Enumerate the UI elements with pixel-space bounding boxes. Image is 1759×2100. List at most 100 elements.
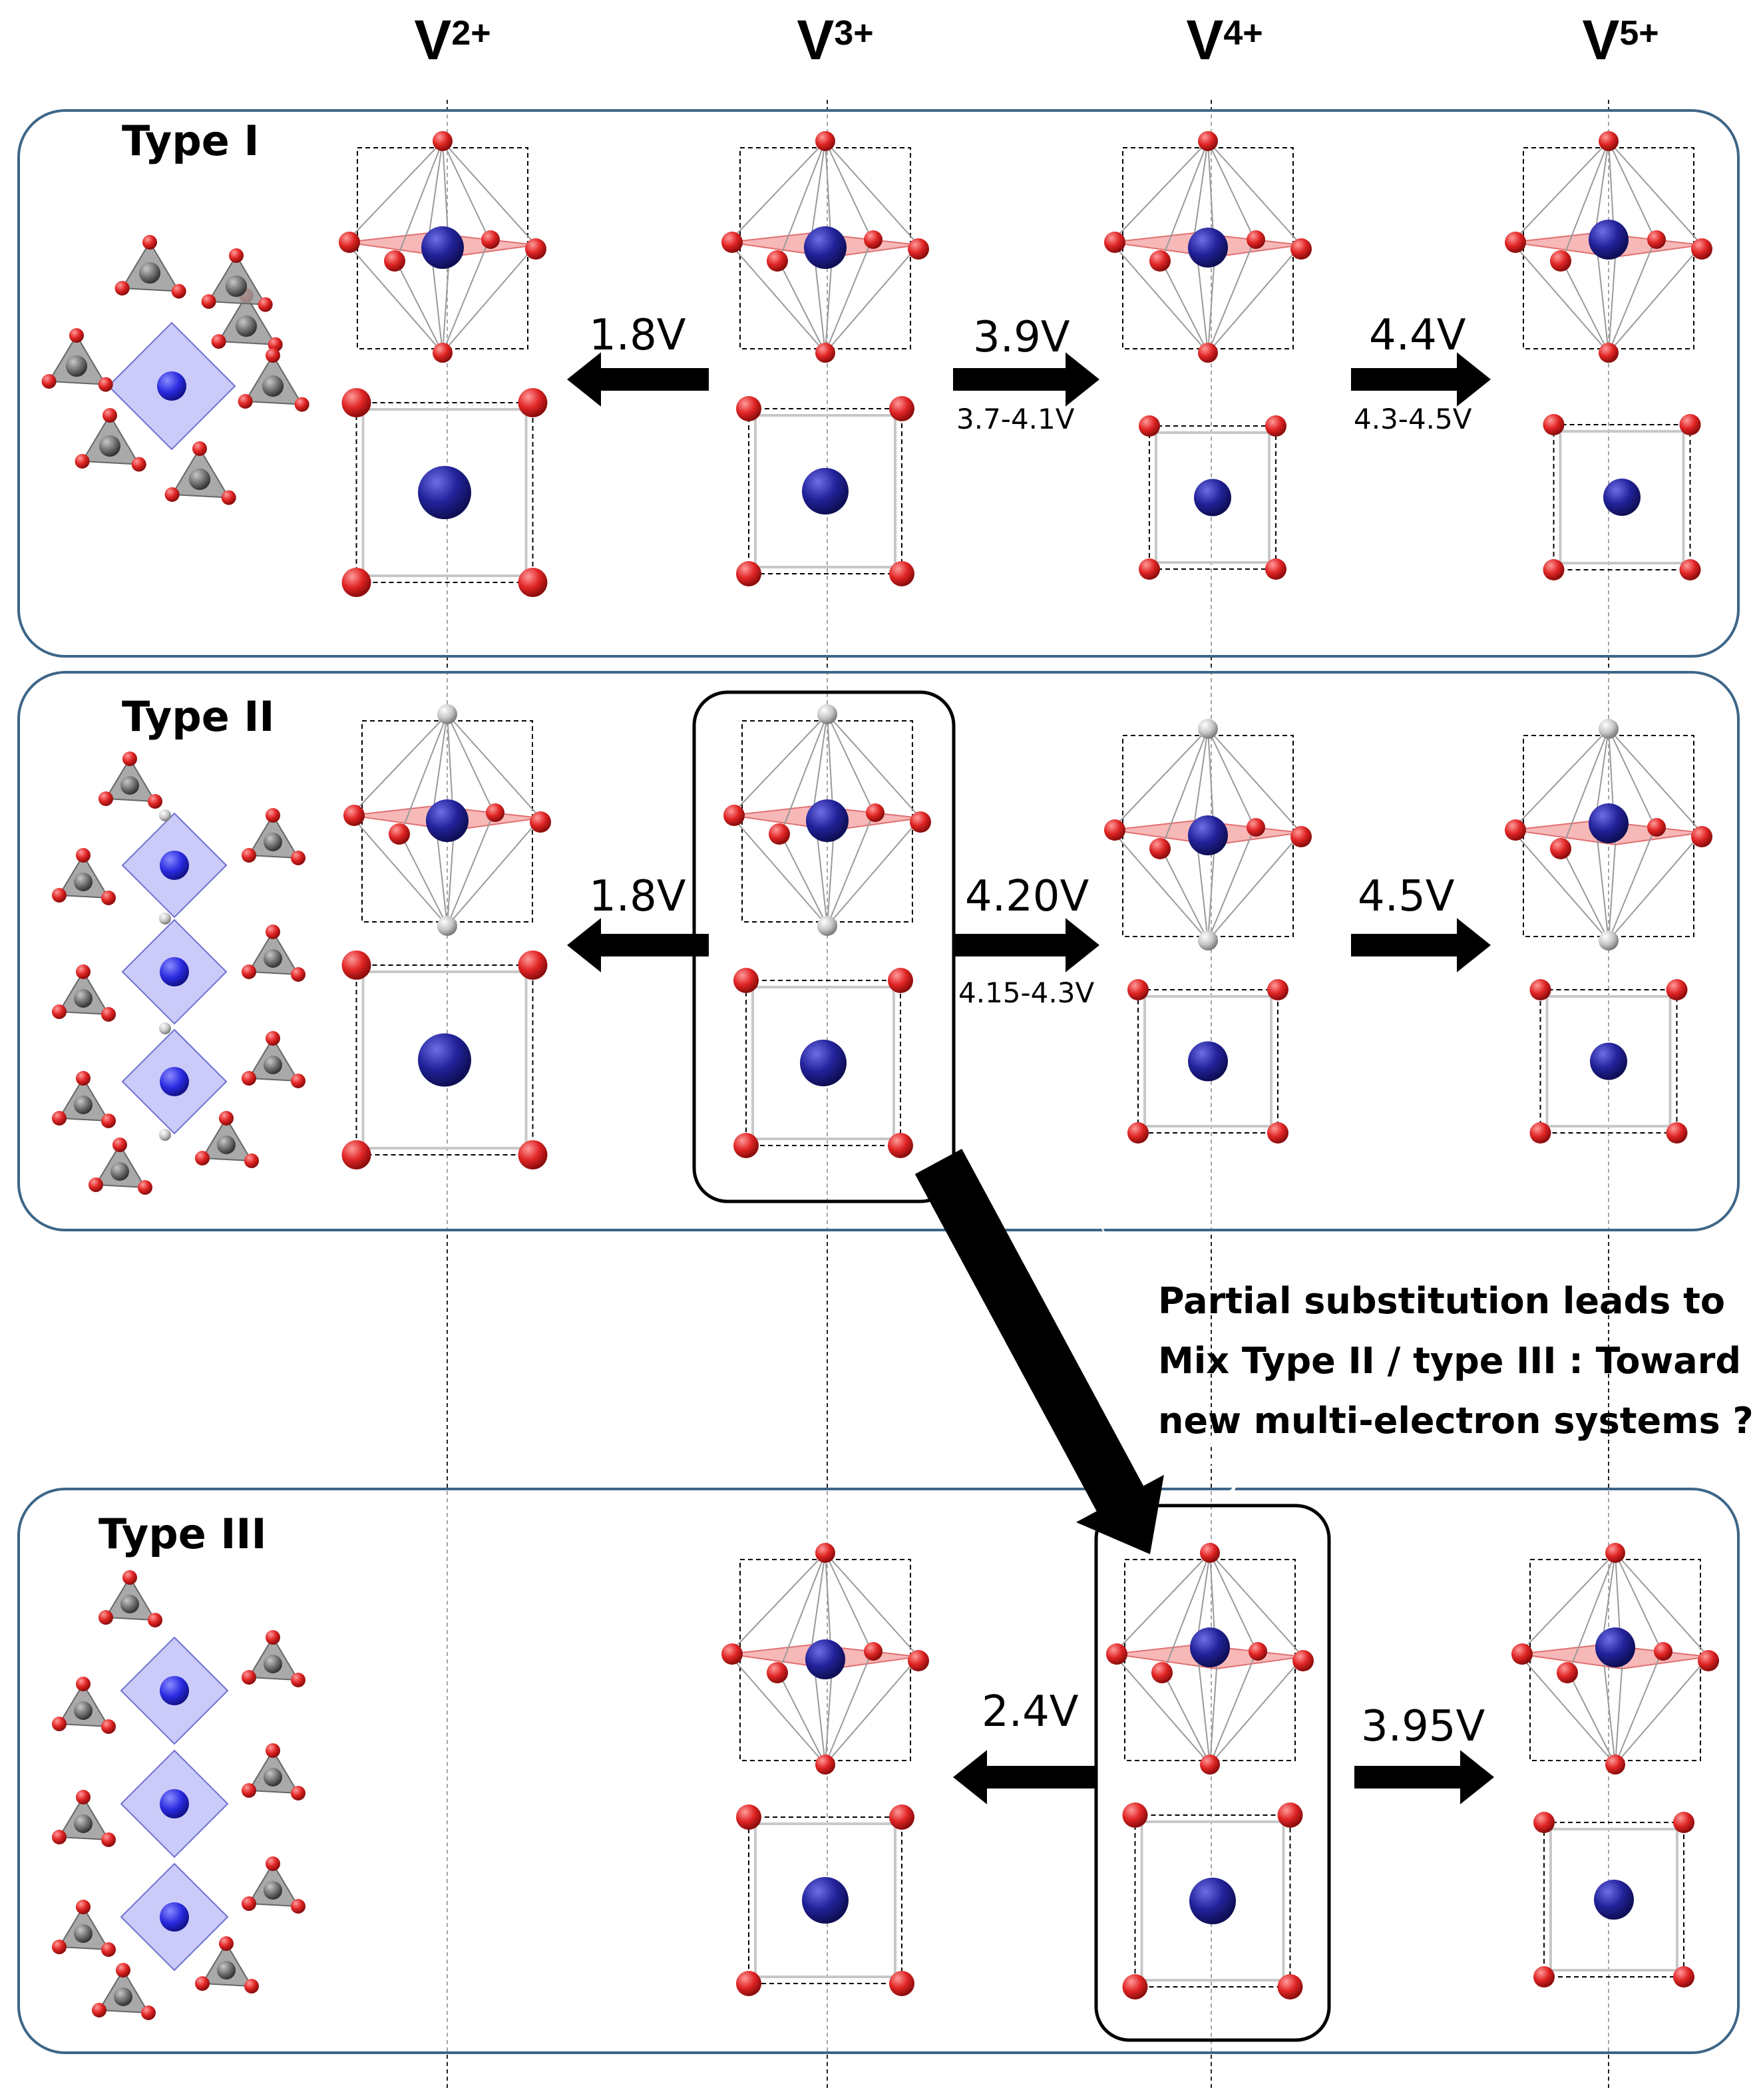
oxygen-atom [1106, 1643, 1127, 1665]
vanadium-atom [426, 799, 469, 842]
oxygen-atom [101, 1719, 116, 1734]
fluorine-atom [1599, 931, 1619, 950]
bond-line [1111, 829, 1209, 941]
vanadium-atom [160, 1067, 189, 1096]
oxygen-atom [101, 1114, 116, 1128]
vanadium-atom [160, 851, 189, 880]
phosphorus-atom [264, 1881, 282, 1900]
oxygen-atom [866, 803, 884, 822]
oxygen-atom [1267, 979, 1288, 1000]
voltage-label: 2.4V [982, 1687, 1079, 1737]
oxygen-atom [339, 232, 360, 253]
bond-line [780, 714, 828, 835]
bond-line [825, 140, 919, 246]
oxygen-atom [518, 388, 548, 417]
bond-line [1518, 1552, 1616, 1655]
bond-line [1511, 829, 1609, 941]
vanadium-atom [1188, 228, 1228, 268]
cell-outline [1559, 430, 1685, 564]
oxygen-atom [767, 250, 788, 272]
oxygen-atom [518, 568, 548, 597]
note-line: Partial substitution leads to [1158, 1280, 1725, 1322]
oxygen-atom [266, 1856, 280, 1871]
oxygen-atom [736, 396, 761, 421]
unit-cell-box [355, 402, 534, 583]
octahedron [120, 1749, 229, 1858]
vanadium-atom [1188, 1041, 1228, 1082]
unit-cell-box [1543, 1822, 1684, 1978]
oxygen-atom [769, 823, 790, 845]
oxygen-atom [1127, 979, 1149, 1000]
bond-lines [1511, 728, 1702, 941]
oxygen-atom [1666, 1122, 1688, 1144]
oxygen-atom [1550, 838, 1571, 859]
bond-line [1111, 242, 1209, 353]
oxygen-atom [102, 408, 117, 423]
oxygen-atom [122, 1570, 137, 1585]
bond-line [1608, 140, 1656, 240]
tetrahedron [238, 348, 309, 412]
cell-outline [751, 986, 895, 1140]
bond-line [730, 815, 828, 927]
voltage-arrow [1351, 352, 1491, 407]
bond-line [1615, 1668, 1623, 1765]
bond-line [345, 242, 443, 353]
highlight-box [1094, 1504, 1331, 2042]
tetrahedron [52, 964, 116, 1022]
oxygen-atom [341, 950, 371, 980]
oxygen-atom [1691, 826, 1712, 847]
voltage-label: 3.95V [1361, 1702, 1485, 1751]
voltage-label: 1.8V [589, 872, 686, 921]
oxygen-atom [767, 1662, 788, 1683]
bond-line [1615, 1552, 1709, 1657]
oxygen-atom [201, 294, 216, 309]
fluorine-atom [817, 704, 837, 724]
fluorine-atom [1198, 931, 1218, 950]
tetrahedron [52, 1071, 116, 1128]
oxygen-atom [908, 1650, 929, 1671]
bond-line [1608, 844, 1616, 941]
vanadium-atom [1194, 479, 1231, 517]
structure-frameworks [41, 235, 309, 2020]
oxygen-atom [244, 1154, 259, 1168]
phosphorus-atom [114, 1988, 132, 2006]
cell-outline [361, 970, 528, 1150]
panel-title-type-i: Type I [122, 116, 260, 165]
bond-line [780, 833, 828, 927]
phosphorus-atom [138, 262, 161, 284]
octahedral-site [339, 131, 546, 363]
bond-line [1209, 1651, 1257, 1765]
oxygen-atom [1698, 1650, 1719, 1671]
tetrahedron [52, 848, 116, 905]
voltage-arrow [567, 918, 709, 972]
bond-line [1209, 1552, 1257, 1652]
voltage-arrow [1351, 918, 1491, 972]
oxygen-atom [101, 1942, 116, 1957]
bond-lines [1111, 140, 1302, 353]
tetrahedron [242, 1743, 305, 1800]
oxygen-atom [1267, 1122, 1288, 1144]
tetrahedron [52, 1900, 116, 1957]
unit-cell-box [1539, 989, 1678, 1134]
oxygen-atom [1200, 1543, 1220, 1563]
oxygen-atom [1292, 1650, 1314, 1671]
vanadium-atom [160, 957, 189, 986]
oxygen-atom [101, 891, 116, 905]
oxygen-atom [266, 1630, 280, 1645]
bond-line [1207, 832, 1302, 941]
oxygen-atom [229, 248, 244, 263]
oxygen-atom [864, 230, 882, 249]
oxygen-atom [1647, 230, 1666, 249]
vanadium-atom [805, 1639, 845, 1679]
oxygen-atom [1104, 819, 1125, 841]
bond-line [442, 140, 490, 240]
oxygen-atom [1290, 826, 1312, 847]
bond-line [1561, 260, 1609, 353]
cubic-site [1543, 414, 1701, 580]
oxygen-atom [171, 284, 186, 299]
column-header-v4: V4+ [1186, 9, 1263, 71]
bond-line [1207, 728, 1255, 828]
oxygen-atom [1543, 559, 1565, 580]
oxygen-atom [1151, 1662, 1173, 1683]
cubic-site [733, 968, 913, 1158]
